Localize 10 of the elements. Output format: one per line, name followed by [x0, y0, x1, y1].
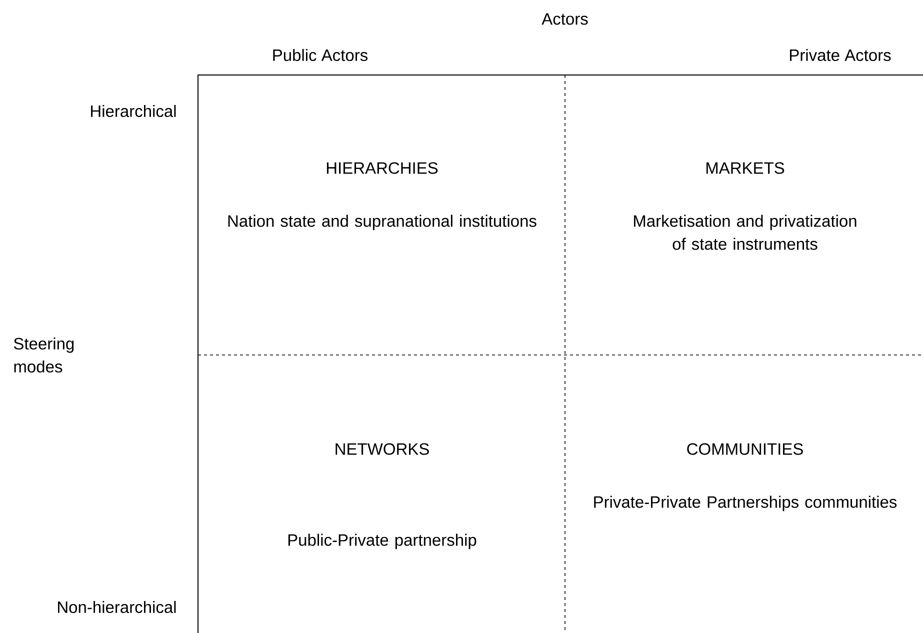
axis-label: Actors [542, 13, 588, 25]
axis-label: Steering modes [14, 337, 74, 373]
axis-label: Non-hierarchical [58, 600, 176, 614]
axis-label: Public Actors [273, 48, 368, 62]
quadrant-text: MARKETS Marketisation and privatization of state instruments [634, 162, 856, 250]
quadrant-text: COMMUNITIES Private-Private Partnerships communities [594, 443, 897, 512]
axis-label: Private Actors [790, 48, 891, 62]
axis-label: Hierarchical [91, 104, 176, 118]
quadrant-text: HIERARCHIES Nation state and supranational institutions [228, 162, 536, 230]
quadrant-text: NETWORKS Public-Private partnership [288, 443, 476, 550]
